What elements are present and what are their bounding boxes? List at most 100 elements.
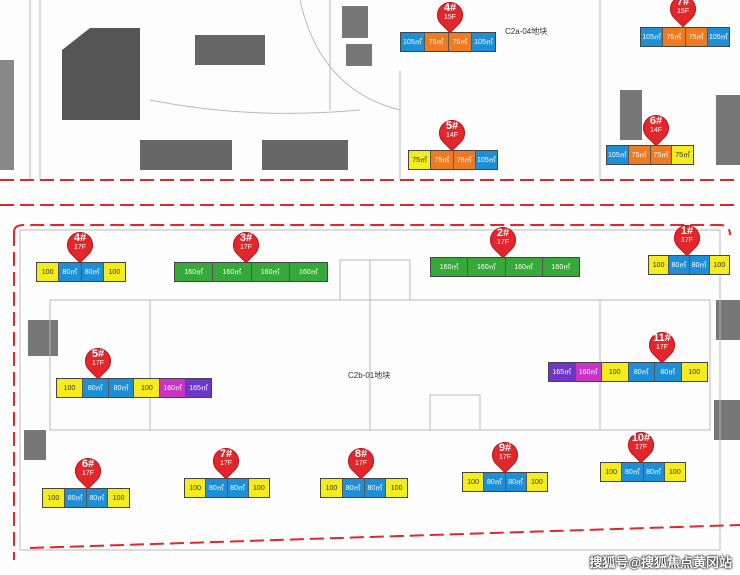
building-floors: 17F (354, 460, 368, 467)
unit-type-cell: 160㎡ (468, 258, 506, 276)
unit-type-cell: 160㎡ (542, 258, 579, 276)
unit-type-cell: 80㎡ (342, 479, 365, 497)
unit-type-cell: 80㎡ (227, 479, 249, 497)
unit-type-cell: 80㎡ (206, 479, 228, 497)
unit-type-cell: 80㎡ (82, 379, 109, 397)
unit-type-cell: 100 (601, 463, 623, 481)
road-lines (0, 179, 740, 560)
parcel-label-c2b01: C2b-01地块 (348, 371, 391, 380)
unit-type-cell: 100 (681, 363, 707, 381)
unit-type-cell: 80㎡ (643, 463, 665, 481)
building-marker-pin[interactable]: 11#17F (643, 326, 681, 364)
unit-type-cell: 100 (463, 473, 485, 491)
building-floors: 17F (81, 470, 95, 477)
building-marker-pin[interactable]: 7#17F (207, 442, 245, 480)
unit-type-cell: 100 (185, 479, 207, 497)
unit-type-cell: 80㎡ (364, 479, 387, 497)
unit-type-cell: 100 (649, 256, 670, 274)
building-marker-pin[interactable]: 10#17F (622, 426, 660, 464)
building-number: 7# (676, 0, 690, 8)
unit-type-cell: 100 (57, 379, 83, 397)
unit-type-cell: 160㎡ (213, 263, 252, 281)
building-floors: 15F (676, 8, 690, 15)
unit-type-cell: 160㎡ (575, 363, 602, 381)
building-number: 4# (443, 2, 457, 14)
building-marker-pin[interactable]: 7#15F (664, 0, 702, 28)
building-marker-pin[interactable]: 5#17F (79, 342, 117, 380)
building-floors: 17F (91, 360, 105, 367)
building-marker-pin[interactable]: 6#17F (69, 452, 107, 490)
unit-type-cell: 100 (134, 379, 161, 397)
unit-type-cell: 75㎡ (409, 151, 432, 169)
unit-type-cell: 80㎡ (86, 489, 109, 507)
existing-building (342, 6, 368, 38)
building-number: 6# (81, 458, 95, 470)
building-number: 3# (239, 232, 253, 244)
building-floors: 17F (496, 239, 510, 246)
existing-building (714, 400, 740, 440)
unit-type-cell: 100 (321, 479, 343, 497)
unit-type-cell: 75㎡ (431, 151, 454, 169)
unit-type-cell: 80㎡ (81, 263, 104, 281)
building-marker-pin[interactable]: 5#14F (433, 114, 471, 152)
building-floors: 17F (634, 444, 648, 451)
unit-type-cell: 160㎡ (431, 258, 469, 276)
existing-building (140, 140, 232, 170)
building-floors: 17F (655, 344, 669, 351)
building-marker-pin[interactable]: 6#14F (637, 109, 675, 147)
building-marker-pin[interactable]: 2#17F (484, 221, 522, 259)
building-marker-pin[interactable]: 8#17F (342, 442, 380, 480)
unit-type-cell: 100 (709, 256, 729, 274)
unit-type-cell: 75㎡ (424, 33, 449, 51)
building-marker-pin[interactable]: 1#17F (668, 219, 706, 257)
unit-type-cell: 100 (248, 479, 269, 497)
building-marker-pin[interactable]: 3#17F (227, 226, 265, 264)
unit-type-cell: 160㎡ (505, 258, 543, 276)
unit-type-cell: 100 (386, 479, 407, 497)
unit-type-cell: 80㎡ (689, 256, 710, 274)
unit-type-cell: 80㎡ (59, 263, 82, 281)
unit-type-cell: 80㎡ (628, 363, 655, 381)
unit-type-cell: 75㎡ (453, 151, 476, 169)
building-number: 2# (496, 227, 510, 239)
building-marker-pin[interactable]: 4#15F (431, 0, 469, 34)
unit-type-cell: 80㎡ (505, 473, 527, 491)
building-number: 9# (498, 442, 512, 454)
existing-building (28, 320, 58, 356)
unit-type-cell: 165㎡ (549, 363, 576, 381)
building-number: 6# (649, 115, 663, 127)
building-floors: 17F (219, 460, 233, 467)
building-number: 5# (91, 348, 105, 360)
existing-building (346, 44, 372, 66)
building-floors: 14F (649, 127, 663, 134)
unit-type-cell: 100 (103, 263, 125, 281)
unit-type-cell: 105㎡ (475, 151, 497, 169)
building-number: 11# (653, 332, 671, 344)
unit-type-cell: 75㎡ (650, 146, 673, 164)
existing-building (262, 140, 348, 170)
existing-building (620, 90, 642, 140)
unit-type-cell: 100 (108, 489, 129, 507)
unit-type-cell: 80㎡ (64, 489, 87, 507)
building-number: 10# (631, 432, 651, 444)
building-floors: 15F (443, 14, 457, 21)
building-marker-pin[interactable]: 9#17F (486, 436, 524, 474)
unit-type-cell: 100 (526, 473, 547, 491)
unit-type-cell: 75㎡ (672, 146, 693, 164)
existing-building (716, 95, 740, 165)
building-floors: 17F (239, 244, 253, 251)
building-marker-pin[interactable]: 4#17F (61, 226, 99, 264)
